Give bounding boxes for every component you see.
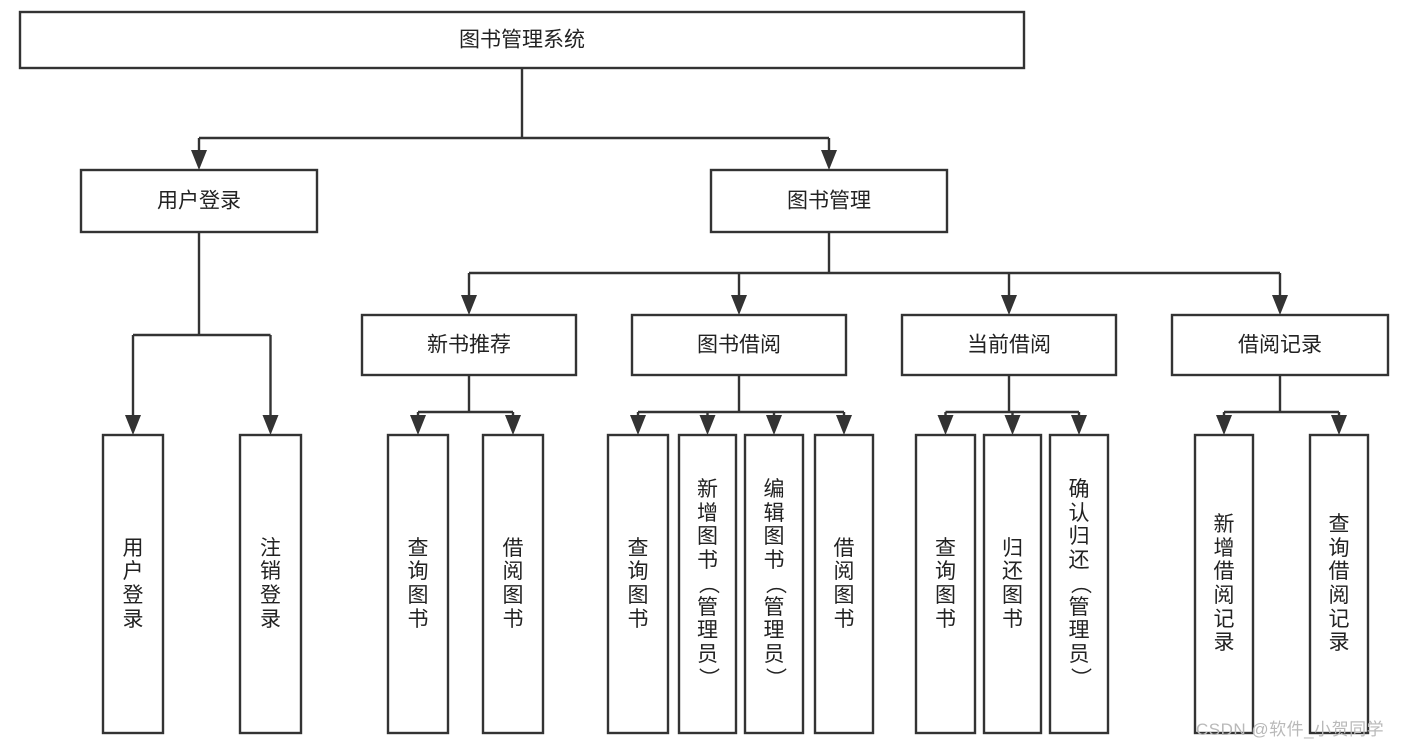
leaf-borrow-book-2-box[interactable]	[813, 433, 875, 735]
arrow-head-icon-leaf-edit-book	[766, 415, 782, 435]
node-user-login[interactable]: 用户登录	[79, 168, 319, 234]
current-borrow-label: 当前借阅	[967, 334, 1051, 357]
leaf-query-record-box[interactable]	[1308, 433, 1370, 735]
arrow-head-icon-leaf-return-book	[1004, 415, 1021, 435]
node-book-manage[interactable]: 图书管理	[709, 168, 949, 234]
leaf-edit-book-box[interactable]	[743, 433, 805, 735]
arrow-head-icon-leaf-confirm-return	[1071, 415, 1087, 435]
arrow-head-icon-l2-0	[191, 150, 207, 170]
leaf-return-book-box[interactable]	[982, 433, 1043, 735]
arrow-head-icon-leaf-user-login	[125, 415, 141, 435]
node-new-book-rec[interactable]: 新书推荐	[360, 313, 578, 377]
root-box[interactable]	[18, 10, 1026, 70]
user-login-box[interactable]	[79, 168, 319, 234]
arrow-head-icon-leaf-borrow-book-2	[836, 415, 852, 435]
root-label: 图书管理系统	[459, 29, 585, 52]
node-borrow-record[interactable]: 借阅记录	[1170, 313, 1390, 377]
leaf-query-book-1-box[interactable]	[386, 433, 450, 735]
user-login-label: 用户登录	[157, 190, 241, 213]
watermark-text: CSDN @软件_小贺同学	[1196, 720, 1385, 739]
arrow-head-icon-l3-0	[461, 295, 477, 315]
arrow-head-icon-l3-2	[1001, 295, 1017, 315]
leaf-borrow-book-1-box[interactable]	[481, 433, 545, 735]
arrow-head-icon-leaf-borrow-book-1	[505, 415, 521, 435]
book-manage-label: 图书管理	[787, 190, 871, 213]
arrow-head-icon-leaf-user-logout	[262, 415, 279, 435]
leaf-query-book-2-box[interactable]	[606, 433, 670, 735]
leaf-add-record-box[interactable]	[1193, 433, 1255, 735]
leaf-add-book-box[interactable]	[677, 433, 738, 735]
leaf-query-book-3-box[interactable]	[914, 433, 977, 735]
borrow-record-label: 借阅记录	[1238, 334, 1322, 357]
node-book-borrow[interactable]: 图书借阅	[630, 313, 848, 377]
node-current-borrow[interactable]: 当前借阅	[900, 313, 1118, 377]
leaf-user-login-box[interactable]	[101, 433, 165, 735]
arrow-head-icon-l2-1	[821, 150, 837, 170]
arrow-head-icon-leaf-add-book	[699, 415, 716, 435]
arrow-head-icon-leaf-query-book-3	[937, 415, 954, 435]
leaf-boxes-layer	[101, 433, 1370, 735]
leaf-user-logout-box[interactable]	[238, 433, 303, 735]
arrow-head-icon-leaf-query-book-1	[410, 415, 426, 435]
arrow-head-icon-leaf-query-book-2	[630, 415, 646, 435]
current-borrow-box[interactable]	[900, 313, 1118, 377]
new-book-rec-label: 新书推荐	[427, 334, 511, 357]
book-borrow-label: 图书借阅	[697, 334, 781, 357]
arrow-head-icon-l3-3	[1272, 295, 1288, 315]
new-book-rec-box[interactable]	[360, 313, 578, 377]
connectors-layer	[125, 68, 1347, 435]
arrow-head-icon-leaf-query-record	[1331, 415, 1347, 435]
arrow-head-icon-l3-1	[731, 295, 747, 315]
arrow-head-icon-leaf-add-record	[1216, 415, 1232, 435]
node-root[interactable]: 图书管理系统	[18, 10, 1026, 70]
leaf-confirm-return-box[interactable]	[1048, 433, 1110, 735]
